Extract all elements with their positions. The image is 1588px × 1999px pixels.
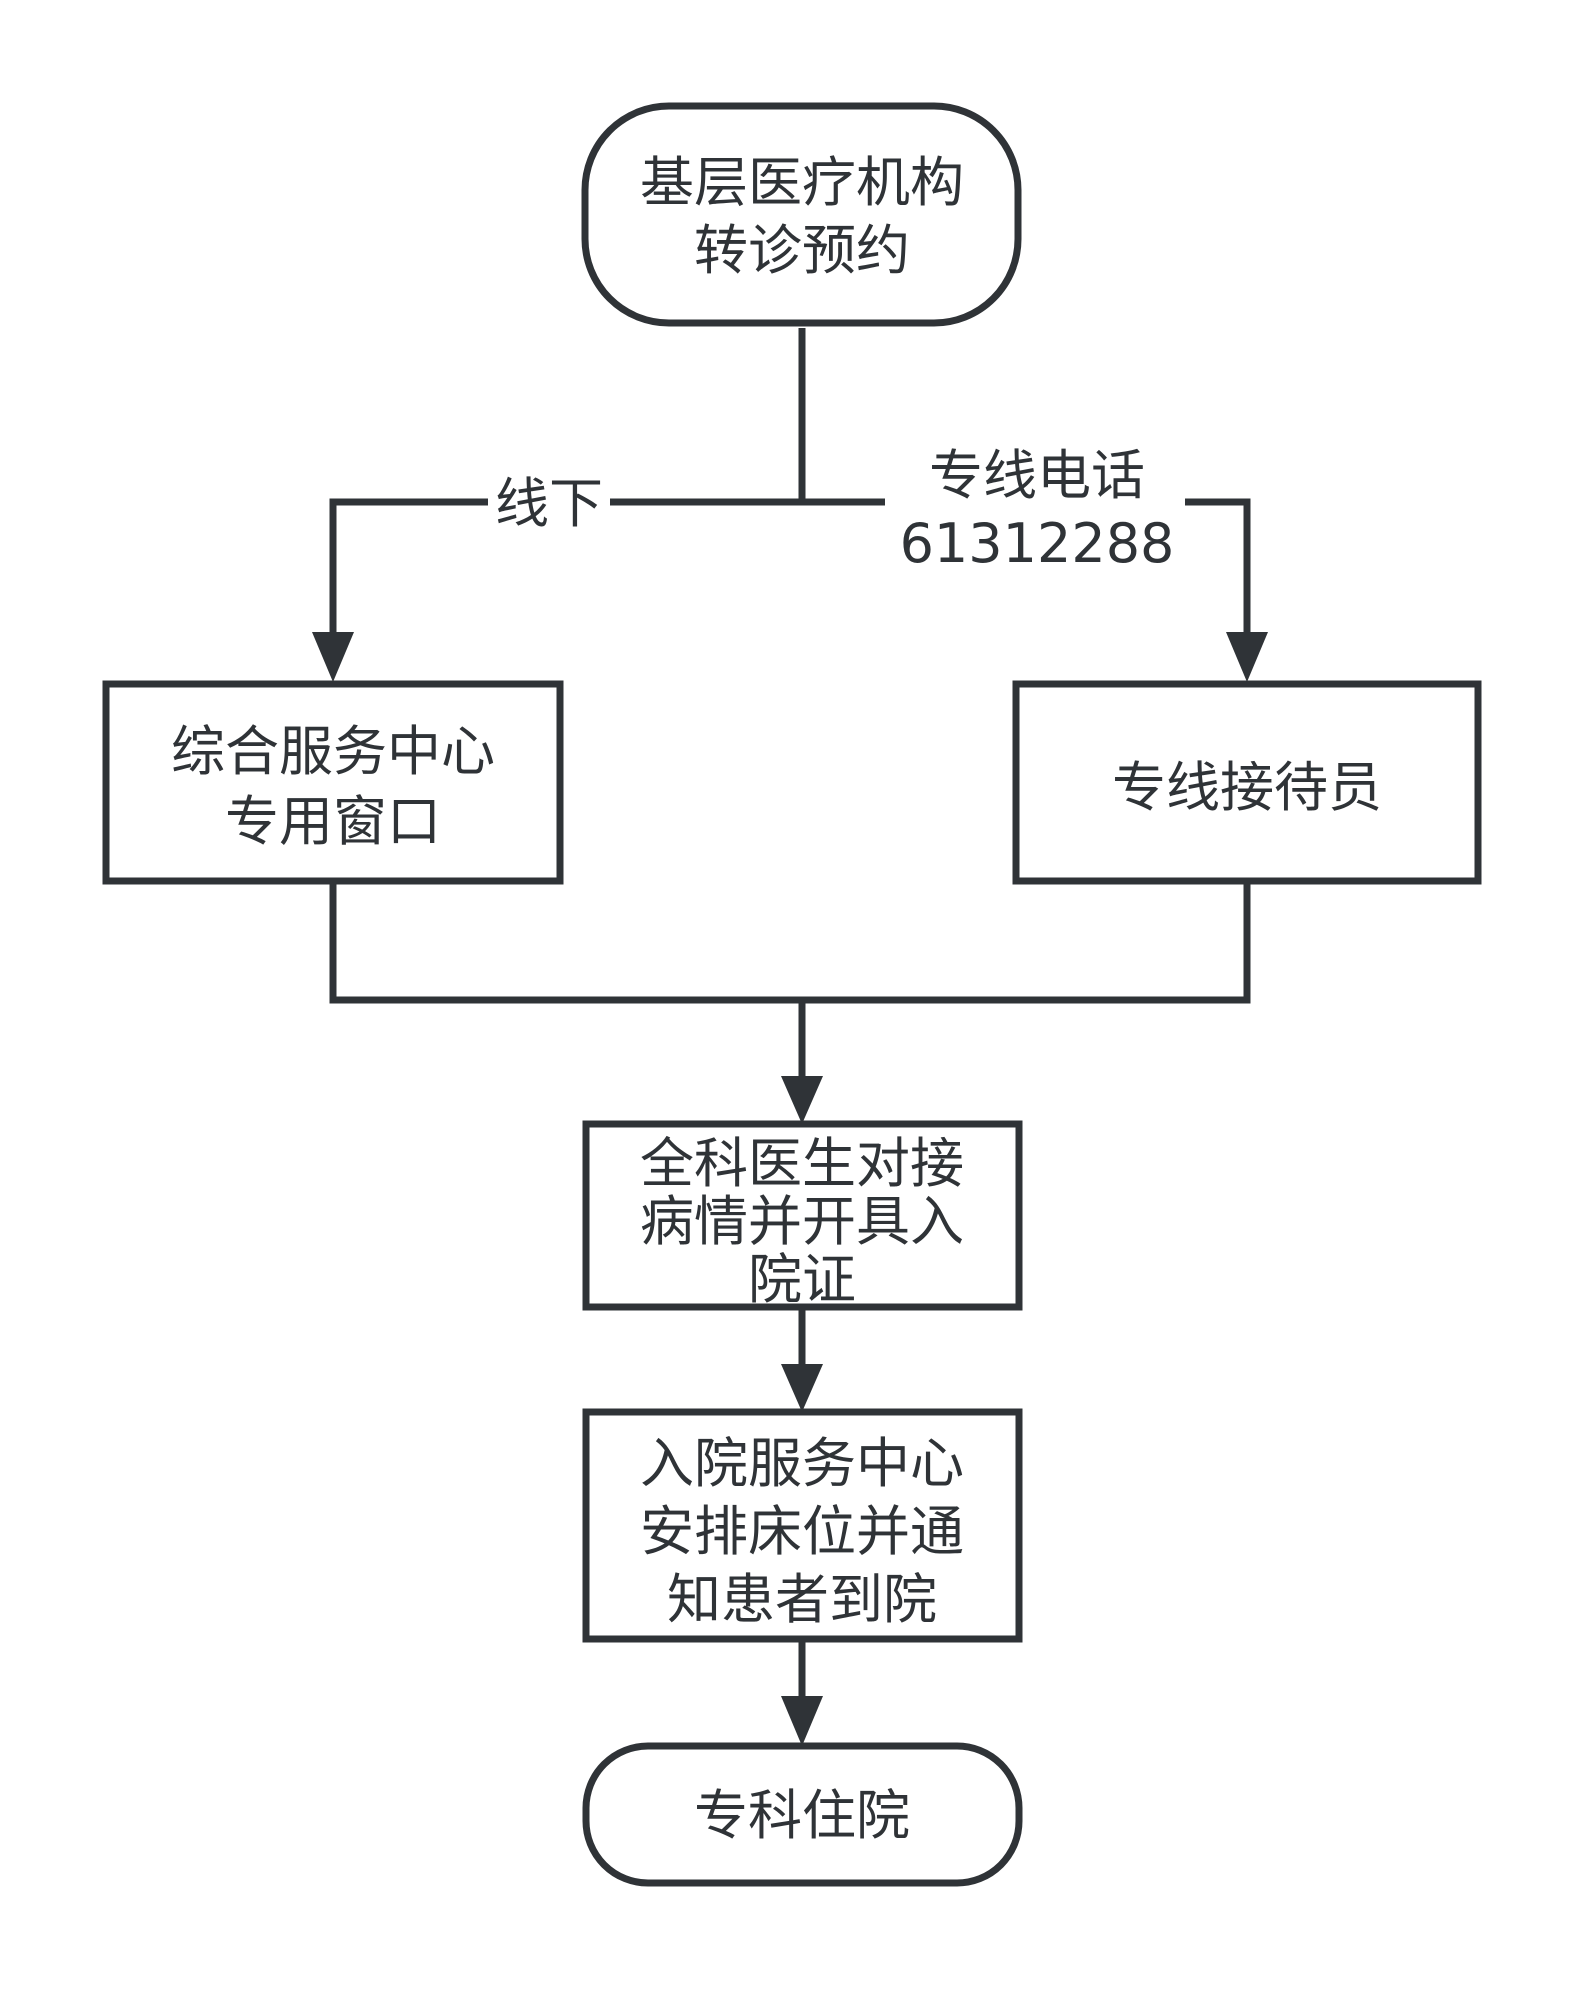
edge-label-offline: 线下 [495, 472, 603, 535]
edge-merge [329, 881, 1251, 1004]
node-start: 基层医疗机构 转诊预约 [581, 102, 1022, 327]
node-hotline-receptionist: 专线接待员 [1012, 680, 1482, 885]
arrowhead-offline [312, 632, 354, 682]
node-start-line1: 基层医疗机构 [640, 151, 964, 214]
edge-label-hotline-line1: 专线电话 [929, 444, 1145, 507]
edge-label-bg-hotline [885, 440, 1185, 570]
node-admission-center-line1: 入院服务中心 [640, 1432, 964, 1495]
node-gp-doctor-line2: 病情并开具入 [640, 1190, 964, 1253]
edge-label-bg-offline [488, 474, 610, 530]
node-hotline-receptionist-line1: 专线接待员 [1112, 756, 1382, 819]
arrowhead-hotline [1226, 632, 1268, 682]
node-end: 专科住院 [582, 1742, 1023, 1887]
node-gp-doctor: 全科医生对接 病情并开具入 院证 [582, 1120, 1023, 1311]
node-admission-center: 入院服务中心 安排床位并通 知患者到院 [582, 1408, 1023, 1643]
node-gp-doctor-line1: 全科医生对接 [640, 1132, 964, 1195]
node-service-window-line1: 综合服务中心 [171, 720, 495, 783]
node-admission-center-line2: 安排床位并通 [640, 1500, 964, 1563]
arrowhead-to-end [781, 1696, 823, 1746]
node-start-line2: 转诊预约 [694, 219, 910, 282]
node-service-window-line2: 专用窗口 [225, 790, 441, 853]
edge-offline [329, 498, 802, 636]
arrowhead-to-admission [781, 1364, 823, 1412]
node-service-window: 综合服务中心 专用窗口 [102, 680, 564, 885]
node-end-line1: 专科住院 [694, 1784, 910, 1847]
arrowhead-to-gp [781, 1076, 823, 1124]
node-gp-doctor-line3: 院证 [748, 1248, 856, 1311]
edge-label-hotline-line2: 61312288 [900, 512, 1175, 575]
node-admission-center-line3: 知患者到院 [667, 1568, 937, 1631]
